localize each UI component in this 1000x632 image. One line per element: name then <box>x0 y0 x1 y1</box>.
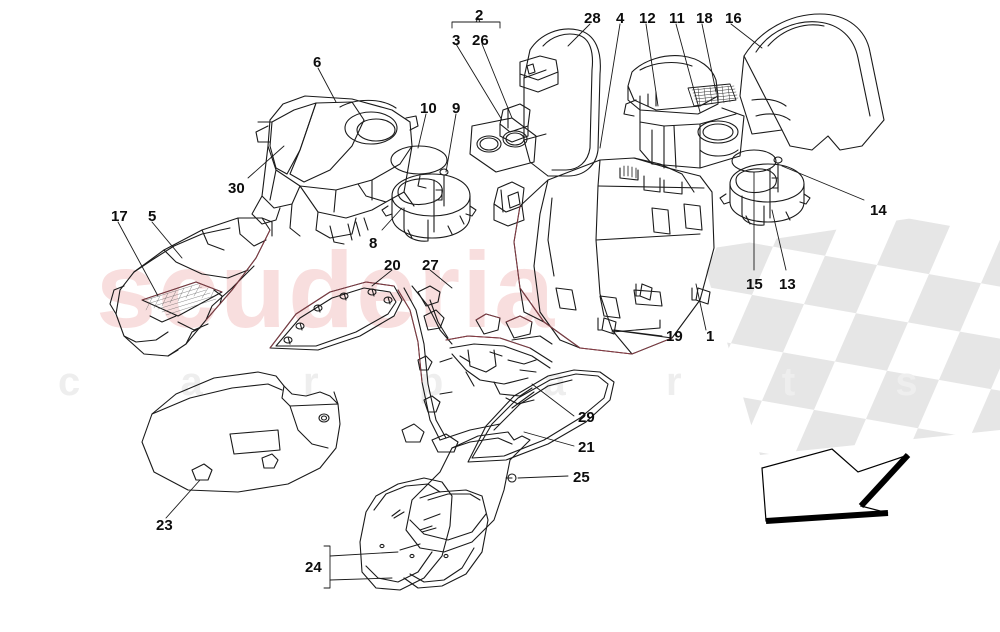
part-16-rear-cover <box>739 13 885 151</box>
wm-letter-a2: a <box>543 360 566 404</box>
callout-19[interactable]: 19 <box>666 328 683 345</box>
callout-30[interactable]: 30 <box>228 180 245 197</box>
callout-1[interactable]: 1 <box>706 328 715 345</box>
callout-10[interactable]: 10 <box>420 100 437 117</box>
part-8-cupholder-unit <box>381 168 477 242</box>
callout-14[interactable]: 14 <box>870 202 887 219</box>
part-25-mat-upper <box>405 431 531 553</box>
callout-4[interactable]: 4 <box>616 10 625 27</box>
callout-9[interactable]: 9 <box>452 100 461 117</box>
part-19-clips <box>597 283 711 335</box>
callout-20[interactable]: 20 <box>384 257 401 274</box>
callout-leader-lines <box>117 17 865 589</box>
callout-5[interactable]: 5 <box>148 208 157 225</box>
callout-27[interactable]: 27 <box>422 257 439 274</box>
part-24-mats-lower <box>359 477 489 591</box>
part-23-left-lower-cover <box>141 371 341 493</box>
callout-18[interactable]: 18 <box>696 10 713 27</box>
callout-29[interactable]: 29 <box>578 409 595 426</box>
wm-letter-t: t <box>781 360 796 404</box>
part-6-gear-surround <box>251 95 419 245</box>
callout-24[interactable]: 24 <box>305 559 322 576</box>
callout-21[interactable]: 21 <box>578 439 595 456</box>
callout-2[interactable]: 2 <box>475 7 484 24</box>
part-21-right-lower-cover <box>467 369 615 463</box>
part-13-15-14-cupholder-right <box>719 149 811 226</box>
callout-3[interactable]: 3 <box>452 32 461 49</box>
wm-letter-c: c <box>58 360 81 404</box>
watermark-carparts: c a r p a r t s <box>58 362 918 402</box>
part-28-4-armrest-lid <box>493 28 601 227</box>
inner-frame-and-wiring <box>397 285 553 453</box>
callout-13[interactable]: 13 <box>779 276 796 293</box>
part-12-11-18-armrest-pad <box>623 55 745 169</box>
callout-17[interactable]: 17 <box>111 208 128 225</box>
callout-16[interactable]: 16 <box>725 10 742 27</box>
part-10-oval-cover <box>390 145 448 175</box>
callout-8[interactable]: 8 <box>369 235 378 252</box>
callout-15[interactable]: 15 <box>746 276 763 293</box>
callout-28[interactable]: 28 <box>584 10 601 27</box>
wm-letter-a1: a <box>180 360 203 404</box>
callout-25[interactable]: 25 <box>573 469 590 486</box>
callout-11[interactable]: 11 <box>669 10 685 27</box>
callout-12[interactable]: 12 <box>639 10 656 27</box>
callout-23[interactable]: 23 <box>156 517 173 534</box>
callout-26[interactable]: 26 <box>472 32 489 49</box>
wm-letter-r1: r <box>303 360 319 404</box>
wm-letter-r2: r <box>666 360 682 404</box>
callout-6[interactable]: 6 <box>313 54 322 71</box>
wm-letter-s: s <box>895 360 918 404</box>
